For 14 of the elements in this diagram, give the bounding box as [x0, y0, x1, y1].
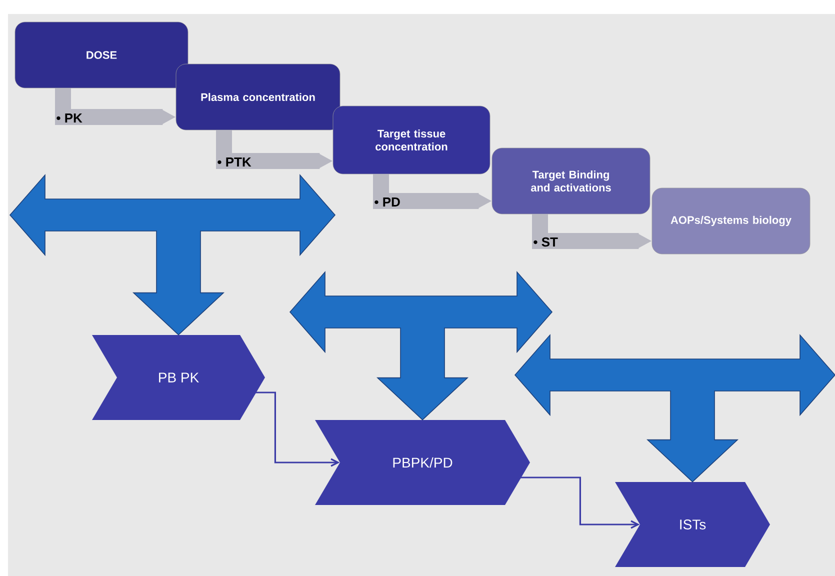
process-box: DOSE [14, 22, 188, 88]
connector-arrow [520, 476, 640, 529]
edge-label: • PTK [218, 158, 252, 166]
process-box: AOPs/Systems biology [652, 188, 810, 254]
edge-label: • ST [534, 237, 558, 247]
chevron: ISTs [615, 482, 770, 567]
chevron: PB PK [92, 335, 265, 420]
connector-arrow [255, 392, 340, 467]
chevron: PBPK/PD [315, 420, 530, 505]
process-box: Target tissue concentration [332, 106, 490, 174]
edge-label: • PK [56, 114, 82, 122]
edge-label: • PD [374, 198, 400, 206]
process-box: Plasma concentration [176, 64, 340, 130]
process-box: Target Binding and activations [492, 148, 650, 214]
